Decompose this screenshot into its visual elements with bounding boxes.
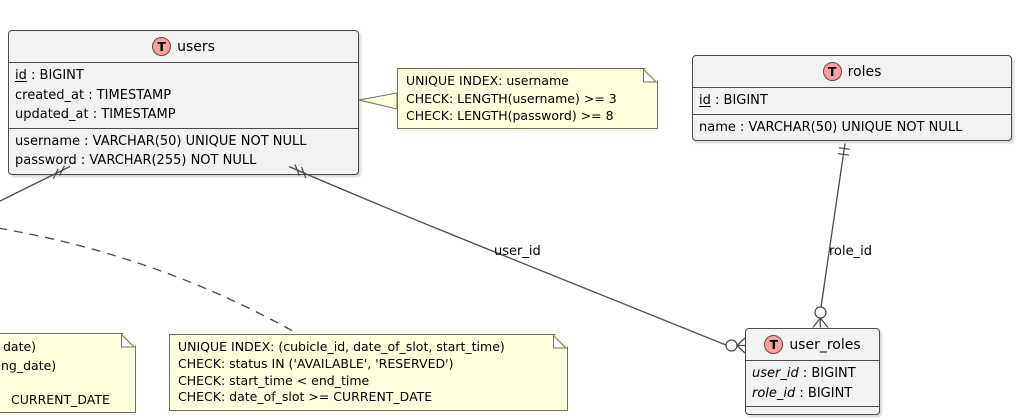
table-stereotype-icon: T <box>764 335 784 354</box>
edge-note-dashed <box>0 227 299 335</box>
crow-foot-marker <box>736 337 746 354</box>
table-stereotype-icon: T <box>152 37 172 56</box>
table-title: user_roles <box>789 336 861 353</box>
table-stereotype-icon: T <box>822 62 842 81</box>
column-type: : BIGINT <box>795 385 853 401</box>
edge-label-role-id: role_id <box>829 244 872 259</box>
column-name: role_id <box>752 385 796 401</box>
column-name: username <box>15 133 80 149</box>
column-row: password : VARCHAR(255) NOT NULL <box>15 151 352 171</box>
table-title: roles <box>847 63 882 80</box>
note-fold-corner <box>643 69 657 83</box>
table-users-keys-section: id : BIGINT created_at : TIMESTAMP updat… <box>9 63 358 128</box>
table-roles-keys-section: id : BIGINT <box>693 88 1011 114</box>
column-type: : VARCHAR(50) UNIQUE NOT NULL <box>80 133 307 149</box>
table-users: T users id : BIGINT created_at : TIMESTA… <box>8 30 359 175</box>
column-type: : VARCHAR(255) NOT NULL <box>76 153 257 168</box>
note-users-constraints: UNIQUE INDEX: username CHECK: LENGTH(use… <box>397 68 658 129</box>
edge-label-user-id: user_id <box>494 244 541 259</box>
column-row: name : VARCHAR(50) UNIQUE NOT NULL <box>699 118 1005 138</box>
note-line: CURRENT_DATE <box>11 392 110 407</box>
note-line: CHECK: date_of_slot >= CURRENT_DATE <box>178 389 433 405</box>
column-name: created_at <box>15 87 85 103</box>
cardinality-tick <box>837 153 849 156</box>
zero-circle-marker <box>725 339 738 352</box>
column-name: password <box>15 153 77 168</box>
note-cubicle-constraints: UNIQUE INDEX: (cubicle_id, date_of_slot,… <box>169 334 568 411</box>
note-connector-triangle <box>358 92 398 110</box>
table-roles-columns-section: name : VARCHAR(50) UNIQUE NOT NULL <box>693 113 1011 141</box>
table-user-roles-header: T user_roles <box>746 329 879 361</box>
column-row: role_id : BIGINT <box>752 384 873 404</box>
note-line: UNIQUE INDEX: (cubicle_id, date_of_slot,… <box>178 339 505 354</box>
column-row: username : VARCHAR(50) UNIQUE NOT NULL <box>15 132 352 152</box>
column-type: : VARCHAR(50) UNIQUE NOT NULL <box>735 119 963 135</box>
column-name: name <box>699 119 736 135</box>
column-type: : BIGINT <box>26 68 84 83</box>
note-line: CHECK: LENGTH(password) >= 8 <box>406 108 614 123</box>
table-users-header: T users <box>9 31 358 63</box>
note-line: UNIQUE INDEX: username <box>406 73 569 88</box>
column-name: id <box>15 68 27 83</box>
column-type: : TIMESTAMP <box>88 107 176 122</box>
column-row: user_id : BIGINT <box>752 364 873 384</box>
column-type: : BIGINT <box>798 366 856 381</box>
note-clipped-left: date) ng_date) CURRENT_DATE <box>0 333 136 413</box>
table-roles: T roles id : BIGINT name : VARCHAR(50) U… <box>692 55 1012 141</box>
table-title: users <box>177 38 215 55</box>
note-line: date) <box>3 339 37 354</box>
column-name: updated_at <box>15 107 89 122</box>
column-name: user_id <box>752 366 799 381</box>
column-row: id : BIGINT <box>15 66 352 86</box>
note-fold-corner <box>121 334 135 348</box>
column-row: updated_at : TIMESTAMP <box>15 105 352 125</box>
note-line: CHECK: LENGTH(username) >= 3 <box>406 90 617 106</box>
note-fold-corner <box>553 335 567 349</box>
column-name: id <box>699 93 711 108</box>
table-user-roles-empty-section <box>746 406 879 414</box>
column-row: id : BIGINT <box>699 91 1005 111</box>
edge-roles-user-roles <box>820 143 846 308</box>
note-line: CHECK: status IN ('AVAILABLE', 'RESERVED… <box>178 355 454 371</box>
table-roles-header: T roles <box>693 56 1011 88</box>
column-row: created_at : TIMESTAMP <box>15 86 352 106</box>
cardinality-tick <box>838 147 850 150</box>
note-line: CHECK: start_time < end_time <box>178 372 370 388</box>
note-line <box>0 375 135 391</box>
crow-foot-marker <box>812 317 829 328</box>
table-users-columns-section: username : VARCHAR(50) UNIQUE NOT NULL p… <box>9 127 358 174</box>
table-user-roles: T user_roles user_id : BIGINT role_id : … <box>745 328 880 415</box>
zero-circle-marker <box>814 306 827 319</box>
column-type: : BIGINT <box>710 93 768 108</box>
note-line: ng_date) <box>1 357 57 373</box>
column-type: : TIMESTAMP <box>84 87 172 103</box>
table-user-roles-columns-section: user_id : BIGINT role_id : BIGINT <box>746 361 879 406</box>
